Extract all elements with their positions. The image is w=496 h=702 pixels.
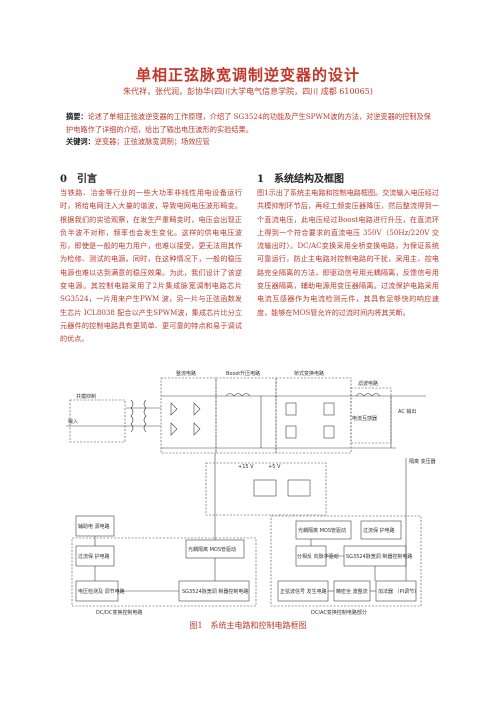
label-ct: 电流互感器 bbox=[352, 415, 377, 422]
keywords: 关键词：逆变器；正弦波脉宽调制；场效应管 bbox=[66, 137, 438, 147]
paper-title: 单相正弦脉宽调制逆变器的设计 bbox=[135, 66, 360, 84]
label-mos-drive-right: 光耦隔离 MOS管驱动 bbox=[298, 527, 346, 534]
section-body-intro: 当铁路、冶金等行业的一些大功率非线性用电设备运行时，将给电网注入大量的谐波，导致… bbox=[60, 188, 242, 344]
rectifier-box bbox=[160, 377, 217, 454]
label-volt-detect: 电压检测及 调节电路 bbox=[78, 588, 125, 595]
label-boost: Boost升压电路 bbox=[226, 370, 260, 377]
label-common-mode: 共模抑制 bbox=[76, 393, 96, 400]
circuit-block-diagram: 整流电路 Boost升压电路 桥式变换电路 滤波电路 共模抑制 输入 AC 输出… bbox=[66, 370, 436, 616]
section-heading-structure: 1 系统结构及框图 bbox=[257, 174, 344, 185]
label-ac-output: AC 输出 bbox=[398, 408, 416, 415]
label-v5: +5 V bbox=[268, 464, 281, 470]
label-filter: 滤波电路 bbox=[358, 380, 378, 387]
common-mode-box bbox=[69, 399, 126, 443]
section-body-structure: 图1示出了系统主电路和控制电路框图。交流输入电压经过共模抑制环节后，再经工频变压… bbox=[257, 188, 439, 317]
bridge-box bbox=[275, 377, 352, 454]
label-rectifier: 整流电路 bbox=[176, 370, 196, 377]
abstract: 摘要：论述了单相正弦波逆变器的工作原理，介绍了 SG3524的功能及产生SPWM… bbox=[66, 110, 438, 136]
figure-caption: 图1 系统主电路和控制电路框图 bbox=[189, 621, 307, 630]
section-heading-intro: 0 引言 bbox=[60, 174, 97, 185]
label-adder: 加法器 （PI调节） bbox=[378, 588, 419, 595]
label-bridge: 桥式变换电路 bbox=[294, 370, 324, 377]
abstract-label: 摘要： bbox=[66, 112, 88, 121]
keywords-text: 逆变器；正弦波脉宽调制；场效应管 bbox=[94, 137, 210, 146]
label-v15: +15 V bbox=[238, 464, 254, 470]
label-dcdc: DC/DC变换控制电路 bbox=[96, 609, 142, 616]
abstract-text: 论述了单相正弦波逆变器的工作原理，介绍了 SG3524的功能及产生SPWM波的方… bbox=[66, 112, 431, 134]
label-iso-tf: 隔离 变压器 bbox=[409, 458, 436, 465]
label-precise-rect: 精密全 波整流 bbox=[336, 588, 368, 595]
paper-authors: 朱代祥，张代润，彭协华(四川大学电气信息学院，四川 成都 610065) bbox=[123, 87, 373, 96]
label-oc-right: 过流保 护电路 bbox=[363, 527, 395, 534]
label-mos-drive-left: 光耦隔离 MOS管驱动 bbox=[188, 546, 236, 553]
label-input: 输入 bbox=[68, 418, 78, 425]
label-sg3524-pwm: SG3524脉宽调 制器控制电路 bbox=[182, 588, 248, 595]
label-sg3524-spwm: SG3524脉宽调 制器控制电路 bbox=[346, 553, 412, 560]
boost-box bbox=[215, 377, 277, 454]
label-aux-power: 辅助电 源电路 bbox=[78, 523, 110, 530]
label-oc-left: 过流保 护电路 bbox=[78, 553, 110, 560]
keywords-label: 关键词： bbox=[66, 137, 95, 146]
label-sine-gen: 正弦波信号 发生电路 bbox=[280, 588, 327, 595]
label-inv-delay: 分相反 向脉冲驱动 bbox=[297, 553, 339, 560]
label-dcac: DC/AC变换控制电路部分 bbox=[311, 609, 367, 616]
